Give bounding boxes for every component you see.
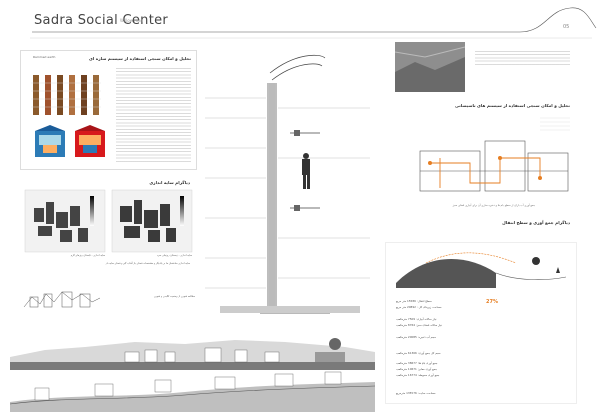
stat-row-6: حجم کل جمع آوری: 61366 مترمکعب	[396, 351, 441, 355]
thermal-models	[35, 125, 105, 157]
shadow-footer: سایه اندازی ساختمان ها بر یکدیگر و مشخصا…	[105, 262, 190, 265]
urban-sketch	[23, 291, 101, 308]
stat-row-1: سطح انتقال: 15586 متر مربع	[396, 299, 432, 303]
shadow-heading: دیاگرام سایه اندازی	[149, 180, 190, 185]
stat-row-5: حجم آب ذخیره: 20085 مترمکعب	[396, 335, 437, 339]
rammed-heading: تحلیل و امکان سنجی استفاده از سیستم سازه…	[89, 56, 191, 61]
stat-row-10: مساحت سایت: 135576 مترمربع	[396, 391, 436, 395]
stat-row-2: مساحت زیربنای کل : 20892 متر مربع	[396, 305, 442, 309]
stat-row-4: نیاز سالانه فضای سبز: 8764 مترمکعب	[396, 323, 442, 327]
mechanical-diagram	[419, 117, 570, 192]
mechanical-panel: تحلیل و امکان سنجی استفاده از سیستم های …	[385, 103, 575, 198]
mechanical-heading: تحلیل و امکان سنجی استفاده از سیستم های …	[454, 103, 570, 108]
site-photo	[395, 42, 465, 92]
terrain-diagram	[396, 252, 567, 288]
photo-text	[475, 50, 570, 80]
stat-row-8: جمع آوری معابر: 10671 مترمکعب	[396, 367, 437, 371]
water-heading: دیاگرام جمع آوری و سطح انتقال	[502, 220, 570, 225]
shadow-caption-right: سایه اندازی - زمستان روزهای سرد	[156, 254, 192, 257]
section-detail	[205, 54, 370, 314]
rammed-sub: Rammed earth	[33, 55, 56, 59]
water-panel: دیاگرام جمع آوری و سطح انتقال جمع آوری آ…	[385, 200, 575, 240]
water-body: جمع آوری آب باران از سطح بام ها و ذخیره …	[452, 204, 535, 207]
site-photo-panel	[385, 40, 575, 100]
page-number: 05	[563, 24, 570, 30]
sketch-caption: مطالعه شهری از وضعیت کالبدی و شهری	[153, 295, 195, 298]
shadow-diagrams	[24, 189, 193, 253]
rammed-text	[116, 67, 191, 162]
stat-row-9: جمع آوری محوطه: 16774 مترمکعب	[396, 373, 440, 377]
stats-panel: 27% سطح انتقال: 15586 متر مربع مساحت زیر…	[385, 242, 577, 404]
header-line	[30, 7, 597, 39]
collection-percent: 27%	[486, 299, 498, 305]
page-title: Sadra Social Center	[34, 13, 169, 28]
page-subtitle: Willow mea	[120, 18, 143, 23]
site-sections	[9, 338, 376, 412]
stat-row-3: نیاز سالانه آبیاری: 7509 مترمکعب	[396, 317, 437, 321]
rammed-earth-panel: تحلیل و امکان سنجی استفاده از سیستم سازه…	[20, 50, 197, 170]
rammed-wall-samples	[31, 75, 101, 115]
shadow-caption-left: سایه اندازی - تابستان روزهای گرم	[70, 254, 105, 257]
shadow-panel: دیاگرام سایه اندازی سایه اندازی - تابستا…	[20, 180, 195, 275]
stat-row-7: جمع آوری بام ها: 38677 مترمکعب	[396, 361, 438, 365]
